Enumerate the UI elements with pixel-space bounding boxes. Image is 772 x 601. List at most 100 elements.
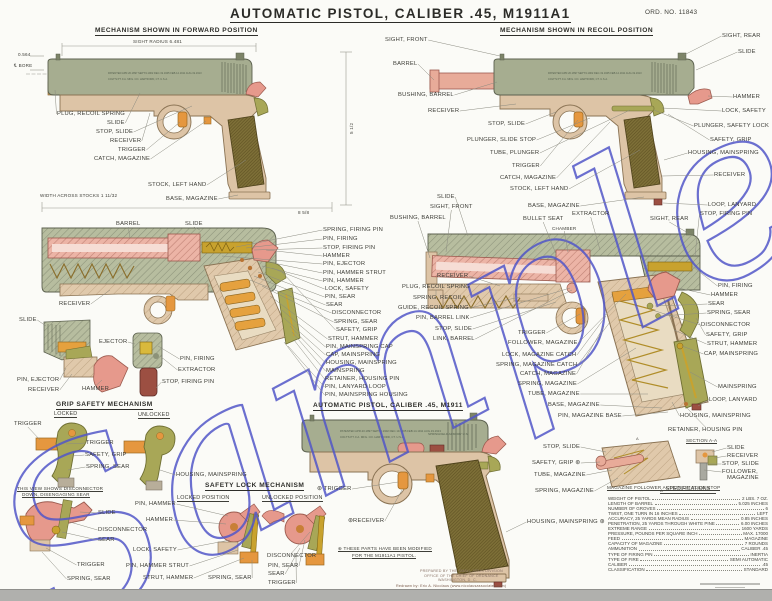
part-label: PLUG, RECOIL SPRING	[57, 111, 125, 117]
part-label: PIN, HAMMER STRUT	[323, 270, 386, 276]
scan-edge-band	[0, 589, 772, 601]
part-label: SLIDE	[98, 510, 116, 516]
part-label: SLIDE	[185, 221, 203, 227]
part-label: EXTRACTOR	[178, 367, 215, 373]
part-label: DISCONNECTOR	[267, 553, 316, 559]
part-label: STRUT, HAMMER	[143, 575, 193, 581]
part-label: STOP, SLIDE	[488, 121, 525, 127]
part-label: LOCK, SAFETY	[133, 547, 177, 553]
part-label: PLUNGER, SLIDE STOP	[467, 137, 536, 143]
part-label: SIGHT, REAR	[650, 216, 689, 222]
part-label: SIGHT, REAR	[722, 33, 761, 39]
part-label: CAP, MAINSPRING	[704, 351, 758, 357]
part-label: PIN, SEAR	[268, 563, 298, 569]
part-label: STOCK, LEFT HAND	[510, 186, 568, 192]
part-label: PIN, SEAR	[325, 294, 355, 300]
part-label: SEAR	[268, 571, 285, 577]
spec-value: STANDARD	[744, 567, 768, 572]
part-label: SPRING, MAGAZINE CATCH	[496, 362, 577, 368]
part-label: MAGAZINE	[727, 475, 759, 481]
part-label: PIN, HAMMER	[323, 278, 364, 284]
part-label: STRUT, HAMMER	[707, 341, 757, 347]
part-label: EXTRACTOR	[572, 211, 609, 217]
part-label: TRIGGER	[77, 562, 105, 568]
part-label: BASE, MAGAZINE	[528, 203, 580, 209]
part-label: RECEIVER	[428, 108, 459, 114]
part-label: SPRING, SEAR	[334, 319, 378, 325]
part-label: SPRING, RECOIL	[413, 295, 463, 301]
part-label: PIN, EJECTOR	[323, 261, 365, 267]
part-label: SAFETY, GRIP	[710, 137, 752, 143]
part-label: SPRING, SEAR	[67, 576, 111, 582]
part-label: SIGHT, FRONT	[385, 37, 428, 43]
spec-value: 5.025 INCHES	[738, 501, 768, 506]
part-label: PIN, HAMMER	[135, 501, 176, 507]
part-label: LOCK, MAGAZINE CATCH	[502, 352, 576, 358]
part-label: SEAR	[98, 537, 115, 543]
part-label: TRIGGER	[268, 580, 296, 586]
part-label: MAINSPRING	[718, 384, 757, 390]
part-label: PIN, BARREL LINK	[416, 315, 470, 321]
part-label: ⊛ TRIGGER	[317, 486, 352, 492]
safety-lock-unlocked-subheading: UNLOCKED POSITION	[262, 495, 323, 502]
part-label: GUIDE, RECOIL SPRING	[398, 305, 469, 311]
credit-line: WASHINGTON, D. C.	[438, 578, 477, 582]
spec-row: CLASSIFICATION STANDARD	[608, 567, 768, 572]
part-label: BARREL	[393, 61, 417, 67]
part-label: DISCONNECTOR	[98, 527, 147, 533]
part-label: PIN, MAINSPRING HOUSING	[325, 392, 408, 398]
page-title: AUTOMATIC PISTOL, CALIBER .45, M1911A1	[230, 6, 571, 23]
part-label: SPRING, MAGAZINE	[518, 381, 577, 387]
part-label: TUBE, PLUNGER	[490, 150, 539, 156]
redrawn-credit: Redrawn by: Eric A. Nicolaus (www.nicola…	[396, 584, 506, 588]
part-label: SLIDE	[738, 49, 756, 55]
part-label: STOP, FIRING PIN	[700, 211, 752, 217]
part-label: HAMMER	[146, 517, 173, 523]
part-label: LOOP, LANYARD	[708, 202, 756, 208]
part-label: LOOP, LANYARD	[709, 397, 757, 403]
safety-lock-heading: SAFETY LOCK MECHANISM	[205, 483, 304, 491]
part-label: STOP, SLIDE	[722, 461, 759, 467]
part-label: BUSHING, BARREL	[390, 215, 446, 221]
part-label: RECEIVER	[437, 273, 468, 279]
part-label: PIN, HAMMER STRUT	[126, 563, 189, 569]
fine-print-smudge	[700, 583, 760, 585]
part-label: RECEIVER	[59, 301, 90, 307]
part-label: CATCH, MAGAZINE	[94, 156, 150, 162]
part-label: STOP, SLIDE	[96, 129, 133, 135]
part-label: STRUT, HAMMER	[328, 336, 378, 342]
dim-muzzle-height: 0.564	[18, 52, 31, 57]
part-label: CHAMBER	[552, 226, 576, 231]
part-label: BUSHING, BARREL	[398, 92, 454, 98]
part-label: PIN, FIRING	[323, 236, 358, 242]
part-label: STOP, SLIDE	[435, 326, 472, 332]
part-label: TRIGGER	[118, 147, 146, 153]
grip-safety-heading: GRIP SAFETY MECHANISM	[56, 402, 153, 410]
part-label: LINK, BARREL	[433, 336, 475, 342]
fine-print-smudge	[715, 587, 745, 589]
part-label: SPRING, SEAR	[208, 575, 252, 581]
dim-overall-length: 8 5/8	[298, 210, 309, 215]
part-label: RETAINER, HOUSING PIN	[668, 427, 743, 433]
part-label: SLIDE	[727, 445, 745, 451]
part-label: STOP, FIRING PIN	[323, 245, 375, 251]
part-label: TRIGGER	[86, 440, 114, 446]
part-label: SAFETY, GRIP ⊛	[532, 460, 580, 466]
part-label: RECEIVER	[714, 172, 745, 178]
m1911-heading: AUTOMATIC PISTOL, CALIBER .45, M1911	[313, 403, 463, 411]
part-label: STOP, FIRING PIN	[162, 379, 214, 385]
part-label: HAMMER	[82, 386, 109, 392]
part-label: SAFETY, GRIP	[85, 452, 127, 458]
grip-safety-unlocked-subheading: UNLOCKED	[138, 412, 170, 419]
part-label: DISCONNECTOR	[332, 310, 381, 316]
part-label: TUBE, MAGAZINE	[528, 391, 580, 397]
part-label: HOUSING, MAINSPRING ⊛	[527, 519, 605, 525]
part-label: EJECTOR	[99, 339, 127, 345]
spec-label: CLASSIFICATION	[608, 567, 645, 572]
part-label: STOCK, LEFT HAND	[148, 182, 206, 188]
part-label: HOUSING, MAINSPRING	[176, 472, 247, 478]
modified-parts-note: ⊛ THESE PARTS HAVE BEEN MODIFIED	[338, 546, 432, 552]
part-label: HAMMER	[711, 292, 738, 298]
